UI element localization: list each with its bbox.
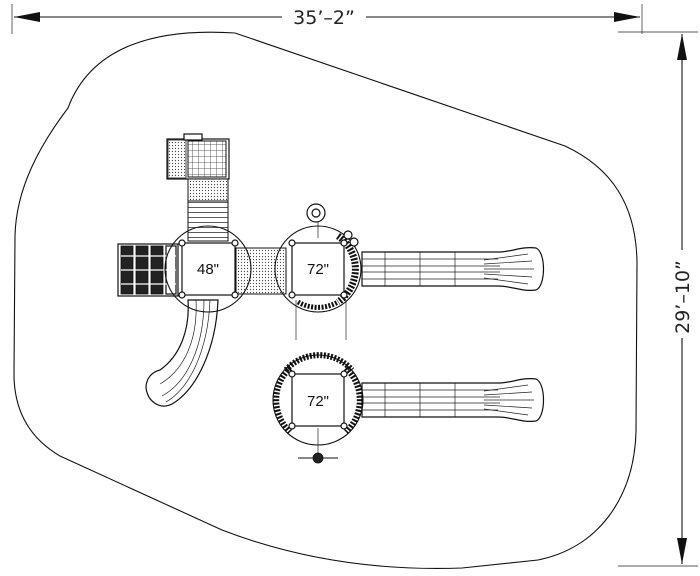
- height-dimension-label: 29’–10”: [672, 260, 694, 334]
- bridge: [235, 247, 287, 295]
- climbing-panels: [166, 133, 230, 242]
- connector-walkway: [295, 300, 347, 340]
- deck-3: 72": [272, 352, 364, 446]
- steering-wheel-panel: [306, 203, 326, 238]
- upper-tube-slide: [361, 246, 545, 292]
- use-zone-boundary: [13, 31, 638, 570]
- deck-2: 72": [274, 225, 362, 313]
- deck-2-height-label: 72": [307, 261, 329, 278]
- deck-3-height-label: 72": [307, 393, 329, 410]
- width-dimension-label: 35’–2”: [293, 7, 355, 29]
- deck-1: 48": [164, 225, 252, 313]
- lower-tube-slide: [361, 377, 545, 423]
- width-dimension: 35’–2”: [11, 4, 643, 34]
- spinner-element: [298, 428, 338, 464]
- height-dimension: 29’–10”: [618, 31, 698, 567]
- curved-slide: [145, 299, 219, 407]
- deck-1-height-label: 48": [197, 261, 219, 278]
